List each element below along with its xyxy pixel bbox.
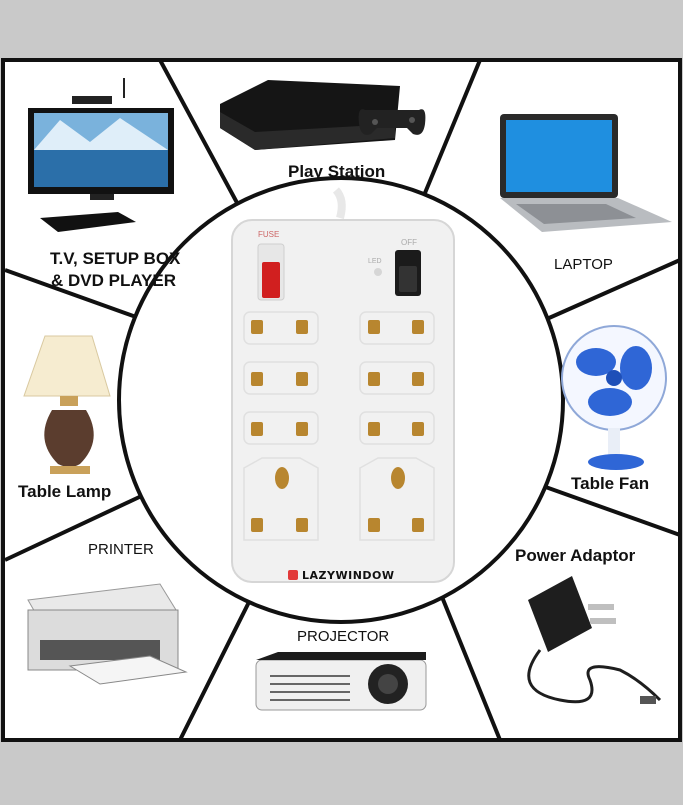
power-cord: [332, 187, 346, 220]
label-printer: PRINTER: [88, 541, 154, 558]
power-strip: [231, 187, 455, 583]
brand-name: LAZYWINDOW: [302, 569, 395, 582]
laptop-illustration: [500, 114, 672, 232]
playstation-illustration: [220, 80, 426, 150]
printer-illustration: [27, 583, 188, 685]
brand-logo-icon: [288, 570, 298, 580]
fuse-holder: [262, 262, 280, 298]
led-indicator: [374, 268, 382, 276]
fuse-label: FUSE: [258, 230, 280, 239]
power-adaptor-illustration: [527, 576, 662, 704]
table-lamp-illustration: [23, 335, 111, 474]
label-tv-line2: & DVD PLAYER: [51, 271, 177, 290]
switch-label: OFF: [401, 238, 417, 247]
label-projector: PROJECTOR: [297, 628, 390, 645]
label-table-fan: Table Fan: [571, 474, 650, 493]
label-tv-line1: T.V, SETUP BOX: [50, 249, 181, 268]
label-power-adaptor: Power Adaptor: [515, 546, 636, 565]
label-laptop: LAPTOP: [554, 256, 613, 273]
divider-lines: [4, 59, 681, 741]
projector-illustration: [255, 652, 427, 711]
table-fan-illustration: [561, 325, 667, 470]
tv-illustration: [28, 78, 174, 232]
label-play-station: Play Station: [288, 162, 386, 181]
label-table-lamp: Table Lamp: [18, 482, 112, 501]
led-label: LED: [368, 258, 382, 265]
